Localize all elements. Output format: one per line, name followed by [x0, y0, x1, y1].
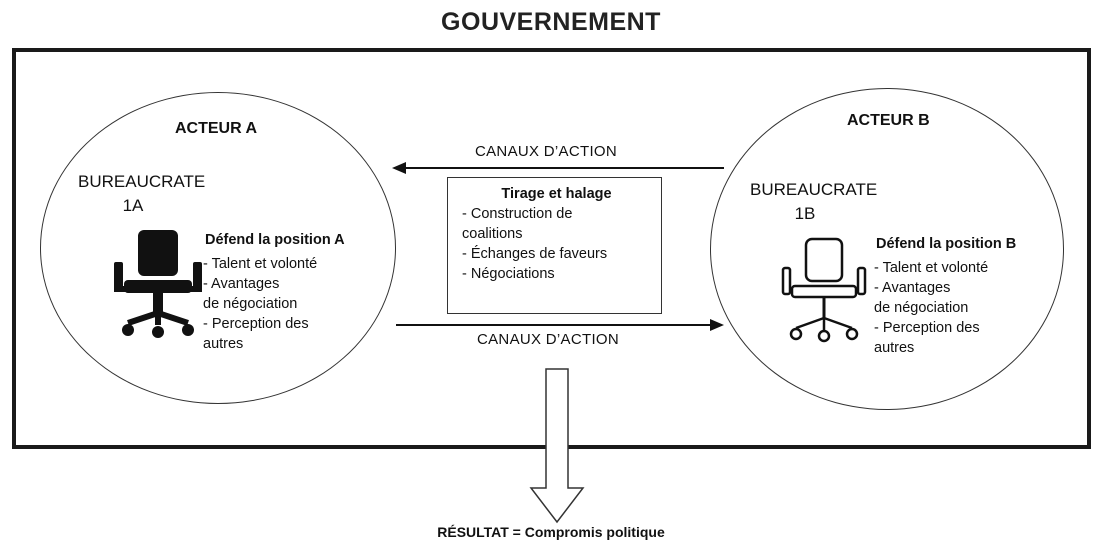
- actor-b-bureaucrat: BUREAUCRATE 1B: [750, 178, 878, 226]
- list-item: - Talent et volonté: [874, 260, 989, 276]
- result-label: RÉSULTAT = Compromis politique: [437, 524, 665, 540]
- channel-label-top: CANAUX D’ACTION: [475, 143, 618, 160]
- actor-b-title: ACTEUR B: [847, 112, 930, 129]
- list-item: - Perception des: [203, 316, 309, 332]
- list-item: coalitions: [462, 226, 523, 242]
- pulling-hauling-tactics: - Construction de coalitions - Échanges …: [462, 204, 651, 284]
- list-item: - Perception des: [874, 320, 980, 336]
- list-item: - Talent et volonté: [203, 256, 318, 272]
- channel-arrow-left-icon: [392, 162, 724, 174]
- actor-a-bureaucrat-line2: 1A: [122, 196, 144, 215]
- list-item: - Négociations: [462, 266, 555, 282]
- channel-arrow-right-icon: [396, 319, 724, 331]
- pulling-hauling-title: Tirage et halage: [501, 186, 612, 202]
- actor-b-bureaucrat-line2: 1B: [794, 204, 816, 223]
- office-chair-outline-icon: [781, 237, 867, 343]
- list-item: - Avantages: [203, 276, 280, 292]
- list-item: autres: [203, 336, 244, 352]
- actor-a-title: ACTEUR A: [175, 120, 258, 137]
- list-item: - Échanges de faveurs: [462, 246, 608, 262]
- diagram-title: GOUVERNEMENT: [441, 8, 661, 36]
- actor-a-bureaucrat-line1: BUREAUCRATE: [78, 172, 206, 191]
- actor-b-qualities: - Talent et volonté - Avantages de négoc…: [874, 258, 1054, 358]
- actor-b-defends: Défend la position B: [876, 236, 1017, 252]
- list-item: - Avantages: [874, 280, 951, 296]
- pulling-hauling-box: Tirage et halage - Construction de coali…: [447, 177, 662, 314]
- actor-a-qualities: - Talent et volonté - Avantages de négoc…: [203, 254, 393, 354]
- actor-a-defends: Défend la position A: [205, 232, 345, 248]
- list-item: de négociation: [874, 300, 969, 316]
- actor-a-circle: [40, 92, 396, 404]
- actor-b-bureaucrat-line1: BUREAUCRATE: [750, 180, 878, 199]
- actor-a-bureaucrat: BUREAUCRATE 1A: [78, 170, 206, 218]
- outcome-arrow-down-icon: [529, 368, 585, 524]
- office-chair-filled-icon: [114, 230, 202, 338]
- list-item: autres: [874, 340, 915, 356]
- list-item: de négociation: [203, 296, 298, 312]
- channel-label-bottom: CANAUX D’ACTION: [477, 331, 620, 348]
- actor-b-circle: [710, 88, 1064, 410]
- list-item: - Construction de: [462, 206, 573, 222]
